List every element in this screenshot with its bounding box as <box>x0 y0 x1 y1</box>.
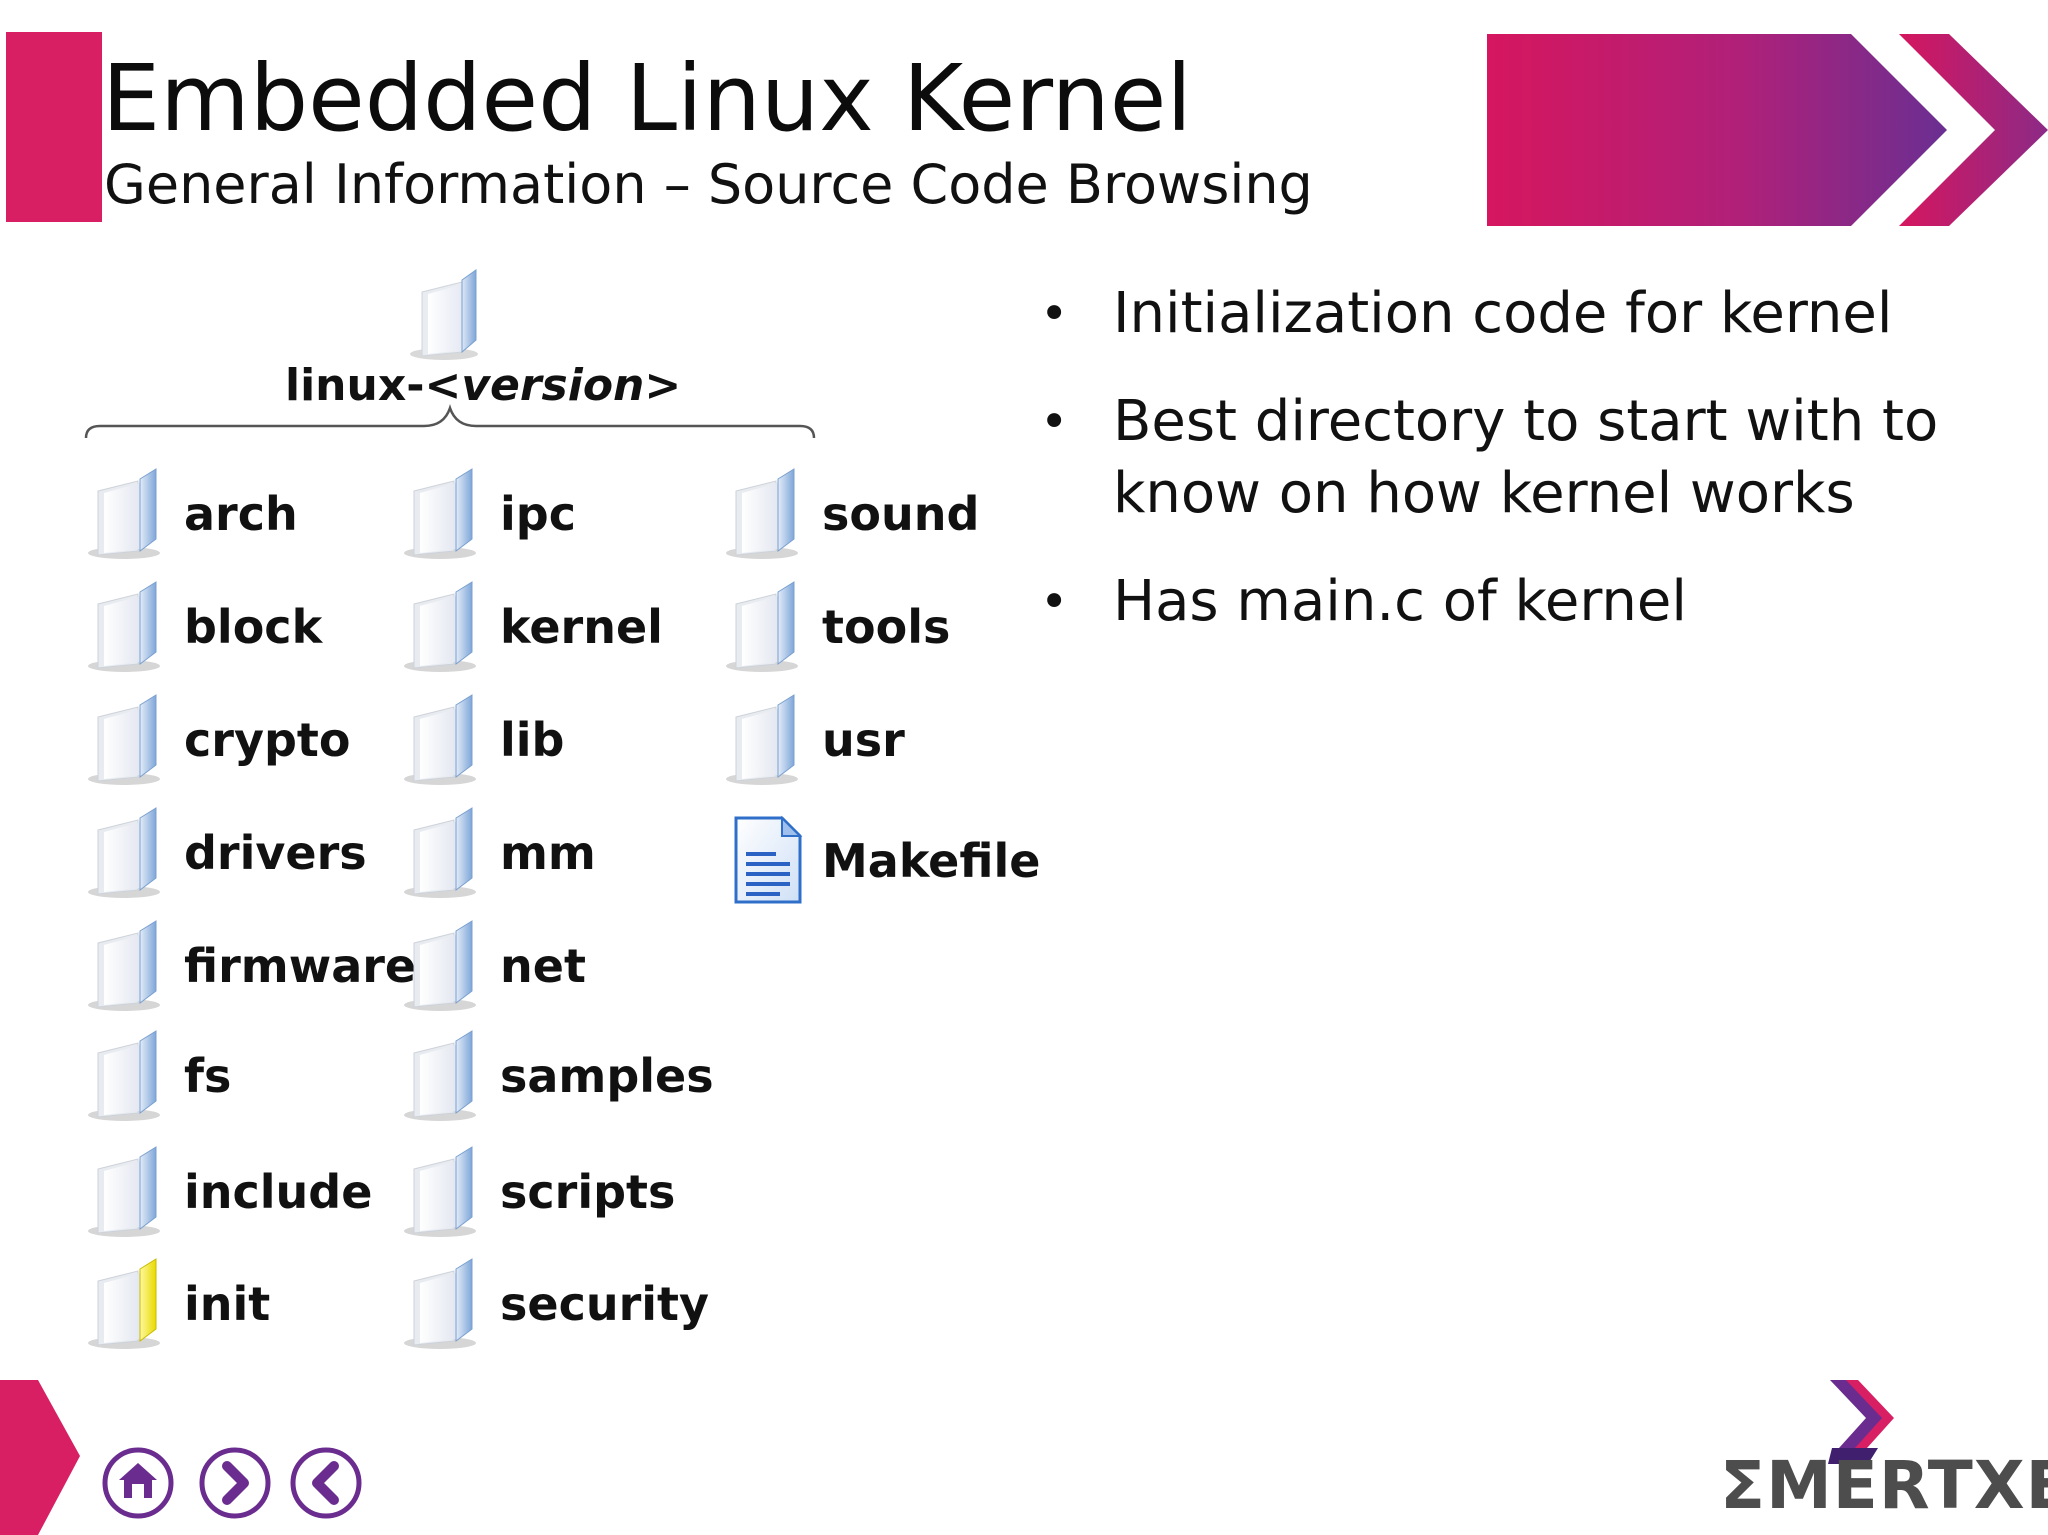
folder-item[interactable]: security <box>400 1255 710 1351</box>
folder-label: sound <box>822 487 980 541</box>
folder-label: scripts <box>500 1165 676 1219</box>
folder-icon <box>404 1258 476 1349</box>
folder-item[interactable]: Makefile <box>722 812 1040 908</box>
folder-icon <box>88 1146 160 1237</box>
emertxe-logo-mark <box>1828 1380 1894 1464</box>
folder-item[interactable]: crypto <box>84 691 394 787</box>
folder-icon <box>404 468 476 559</box>
folder-label: ipc <box>500 487 576 541</box>
bullet-symbol: • <box>1040 286 1069 342</box>
folder-icon <box>726 581 798 672</box>
folder-icon[interactable] <box>404 268 494 364</box>
folder-item[interactable]: ipc <box>400 465 710 561</box>
folder-icon <box>88 468 160 559</box>
folder-label: mm <box>500 826 596 880</box>
folder-label: samples <box>500 1049 714 1103</box>
folder-label: lib <box>500 713 565 767</box>
bullet-symbol: • <box>1040 574 1069 630</box>
folder-label: include <box>184 1165 373 1219</box>
next-button[interactable] <box>198 1446 272 1520</box>
folder-icon <box>726 468 798 559</box>
header-accent-bar <box>6 32 102 222</box>
folder-icon <box>88 1030 160 1121</box>
folder-label: net <box>500 939 586 993</box>
next-icon <box>222 1461 249 1505</box>
folder-label: drivers <box>184 826 367 880</box>
bullet-item: •Best directory to start with to know on… <box>1040 386 2020 530</box>
folder-label: init <box>184 1277 271 1331</box>
folder-label: Makefile <box>822 834 1041 888</box>
folder-icon <box>88 581 160 672</box>
root-folder-label: linux-<version> <box>285 360 682 411</box>
folder-icon <box>88 807 160 898</box>
folder-icon <box>726 694 798 785</box>
folder-item[interactable]: net <box>400 917 710 1013</box>
home-icon <box>119 1463 157 1498</box>
folder-icon <box>404 1146 476 1237</box>
folder-icon <box>404 920 476 1011</box>
folder-item[interactable]: usr <box>722 691 1032 787</box>
folder-item[interactable]: sound <box>722 465 1032 561</box>
tree-brace <box>84 404 816 439</box>
folder-item[interactable]: lib <box>400 691 710 787</box>
folder-label: crypto <box>184 713 351 767</box>
previous-icon <box>312 1461 339 1505</box>
folder-label: usr <box>822 713 905 767</box>
folder-label: tools <box>822 600 951 654</box>
folder-item[interactable]: drivers <box>84 804 394 900</box>
bullet-list: •Initialization code for kernel •Best di… <box>1040 278 2020 674</box>
folder-item[interactable]: firmware <box>84 917 416 1013</box>
emertxe-logo-text: ƩMERTXE <box>1720 1447 2048 1524</box>
folder-icon <box>404 1030 476 1121</box>
folder-item[interactable]: scripts <box>400 1143 710 1239</box>
folder-item[interactable]: init <box>84 1255 394 1351</box>
folder-icon <box>88 694 160 785</box>
folder-label: firmware <box>184 939 417 993</box>
bullet-item: •Has main.c of kernel <box>1040 566 2020 638</box>
bullet-item: •Initialization code for kernel <box>1040 278 2020 350</box>
folder-label: kernel <box>500 600 663 654</box>
header-banner-graphic <box>1487 34 2048 226</box>
slide-title: Embedded Linux Kernel <box>102 45 1192 152</box>
folder-item[interactable]: arch <box>84 465 394 561</box>
folder-label: arch <box>184 487 298 541</box>
footer-corner-graphic <box>0 1380 80 1535</box>
folder-item[interactable]: mm <box>400 804 710 900</box>
folder-item[interactable]: kernel <box>400 578 710 674</box>
folder-item[interactable]: tools <box>722 578 1032 674</box>
folder-icon <box>88 920 160 1011</box>
slide-subtitle: General Information – Source Code Browsi… <box>104 153 1313 216</box>
folder-icon <box>404 581 476 672</box>
folder-item[interactable]: include <box>84 1143 394 1239</box>
folder-item[interactable]: block <box>84 578 394 674</box>
folder-highlighted-icon <box>88 1258 160 1349</box>
folder-item[interactable]: samples <box>400 1027 714 1123</box>
bullet-symbol: • <box>1040 394 1069 450</box>
folder-label: block <box>184 600 323 654</box>
folder-label: security <box>500 1277 710 1331</box>
document-icon <box>734 815 803 904</box>
folder-item[interactable]: fs <box>84 1027 394 1123</box>
folder-icon <box>404 807 476 898</box>
folder-icon <box>404 694 476 785</box>
previous-button[interactable] <box>289 1446 363 1520</box>
folder-label: fs <box>184 1049 232 1103</box>
home-button[interactable] <box>101 1446 175 1520</box>
